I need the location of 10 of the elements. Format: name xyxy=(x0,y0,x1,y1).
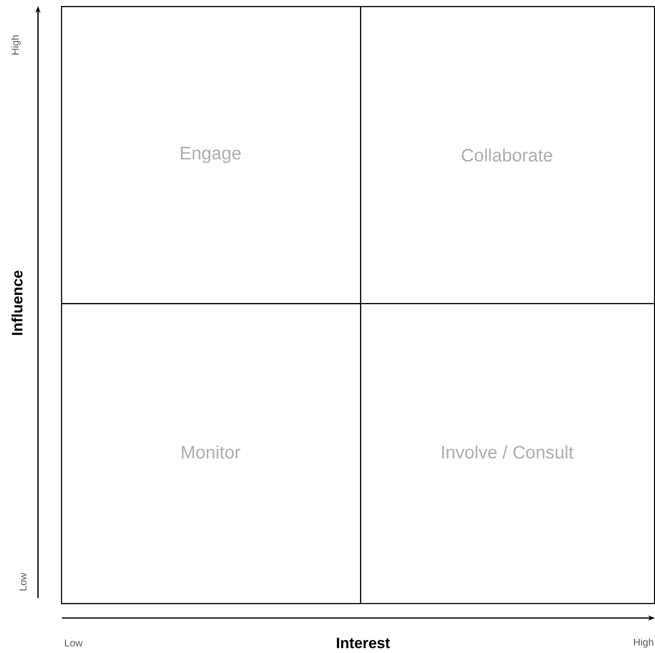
axis-end-label: Low xyxy=(20,572,26,590)
axis-end-label: Low xyxy=(65,640,83,646)
quadrant-box: Monitor xyxy=(61,303,362,604)
quadrant-box: Engage xyxy=(61,6,362,304)
quadrant-box: Involve / Consult xyxy=(360,303,655,604)
axis-end-label: High xyxy=(634,638,654,648)
axis-title: Influence xyxy=(12,270,22,335)
quadrant-box: Collaborate xyxy=(360,6,655,304)
axis-title: Interest xyxy=(336,638,390,648)
axis-end-label: High xyxy=(11,35,21,54)
